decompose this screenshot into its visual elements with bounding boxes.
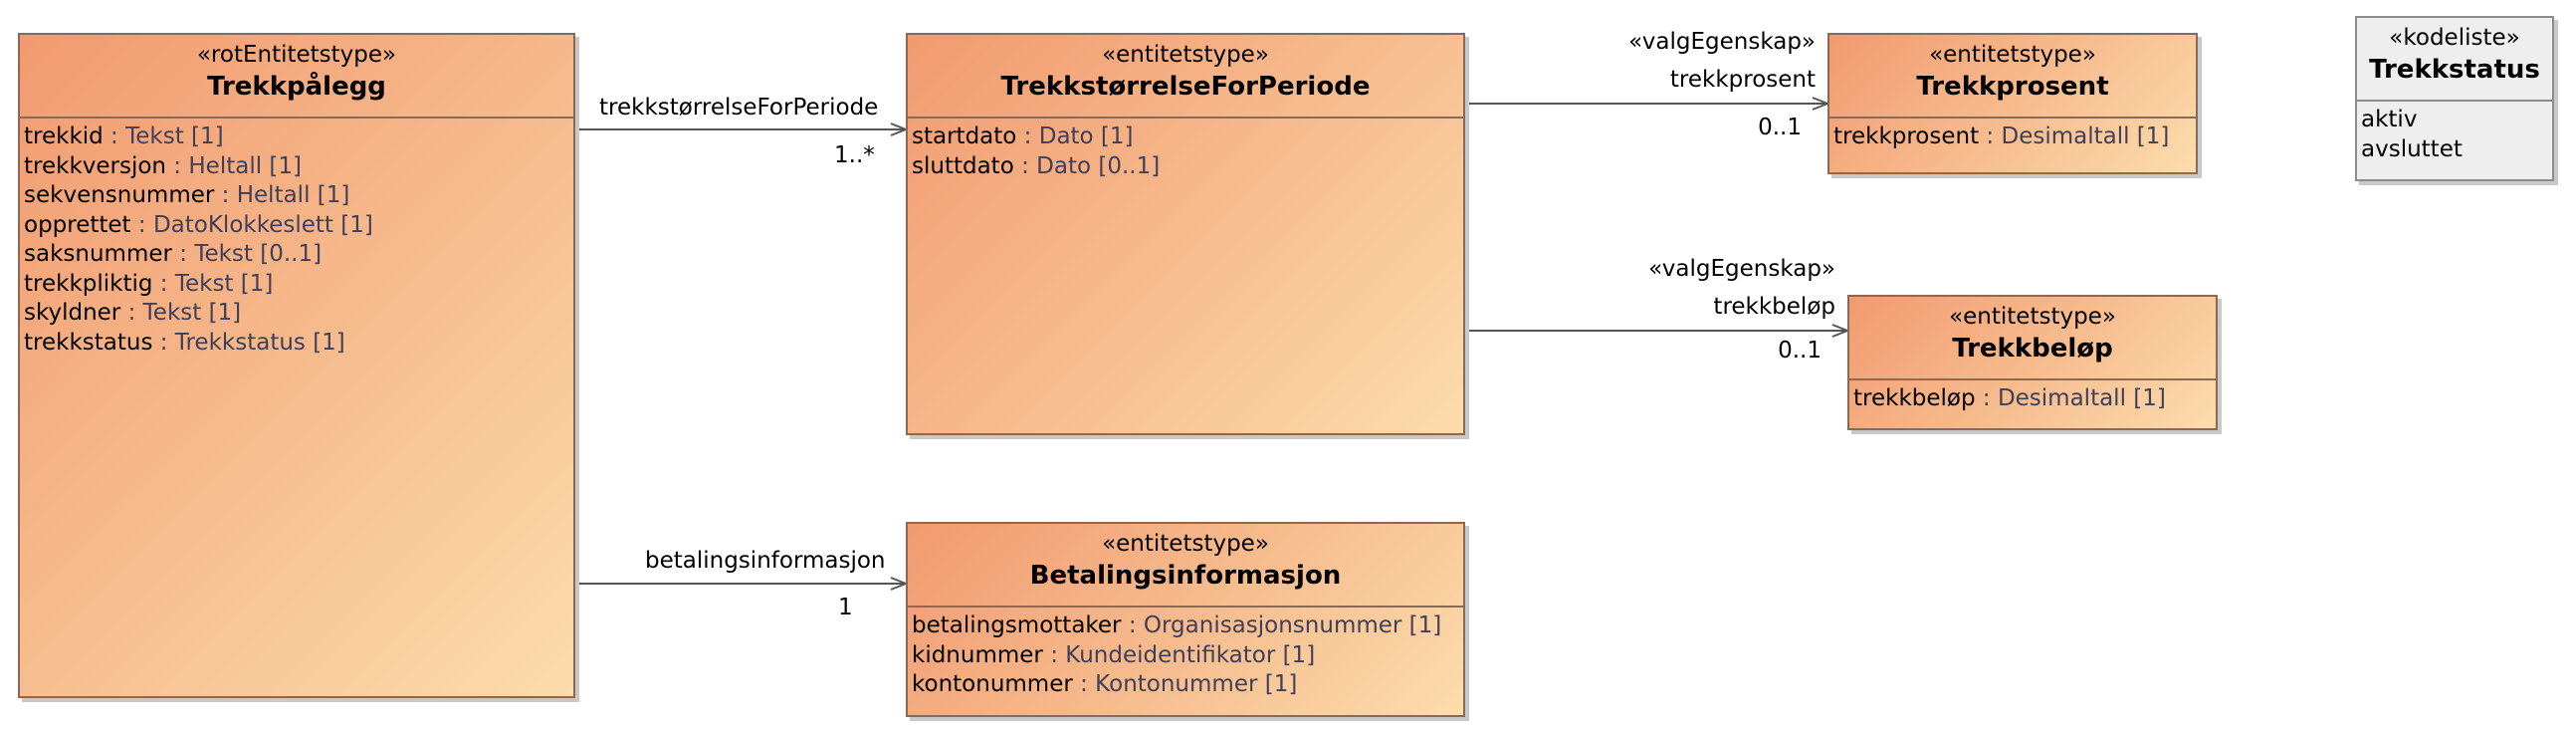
class-header: «entitetstype» TrekkstørrelseForPeriode (908, 35, 1463, 119)
class-stereotype: «entitetstype» (1102, 42, 1269, 68)
attribute-row: saksnummer : Tekst [0..1] (24, 241, 322, 267)
attribute-row: sluttdato : Dato [0..1] (912, 152, 1161, 179)
attribute-row: kontonummer : Kontonummer [1] (912, 671, 1298, 697)
class-attributes: trekkprosent : Desimaltall [1] (1829, 119, 2196, 152)
assoc-multiplicity-betalingsinformasjon: 1 (838, 595, 853, 620)
class-name: TrekkstørrelseForPeriode (1000, 72, 1371, 102)
assoc-multiplicity-trekkbelop: 0..1 (1778, 338, 1822, 364)
attribute-row: trekkid : Tekst [1] (24, 123, 224, 149)
attribute-row: betalingsmottaker : Organisasjonsnummer … (912, 612, 1442, 638)
assoc-role-trekkstorrelse: trekkstørrelseForPeriode (599, 95, 879, 121)
class-name: Trekkpålegg (207, 72, 386, 102)
assoc-stereotype-trekkprosent: «valgEgenskap» (1628, 29, 1816, 55)
class-trekkprosent[interactable]: «entitetstype» Trekkprosent trekkprosent… (1827, 33, 2198, 174)
attribute-row: trekkbeløp : Desimaltall [1] (1853, 385, 2166, 411)
class-stereotype: «entitetstype» (1102, 531, 1269, 557)
assoc-multiplicity-trekkstorrelse: 1..* (834, 142, 875, 168)
class-name: Betalingsinformasjon (1029, 561, 1342, 591)
class-header: «entitetstype» Trekkprosent (1829, 35, 2196, 119)
class-attributes: trekkbeløp : Desimaltall [1] (1849, 380, 2216, 414)
class-trekkstorrelse-for-periode[interactable]: «entitetstype» TrekkstørrelseForPeriode … (906, 33, 1465, 435)
assoc-role-trekkbelop: trekkbeløp (1713, 294, 1835, 320)
attribute-row: startdato : Dato [1] (912, 123, 1134, 149)
attribute-row: trekkversjon : Heltall [1] (24, 152, 302, 179)
class-name: Trekkprosent (1916, 72, 2109, 102)
class-trekkstatus-codelist[interactable]: «kodeliste» Trekkstatus aktiv avsluttet (2355, 16, 2554, 181)
assoc-role-betalingsinformasjon: betalingsinformasjon (645, 548, 886, 574)
attribute-row: kidnummer : Kundeidentifikator [1] (912, 641, 1316, 668)
attribute-row: trekkstatus : Trekkstatus [1] (24, 329, 345, 356)
codelist-value: avsluttet (2361, 135, 2463, 162)
class-attributes: betalingsmottaker : Organisasjonsnummer … (908, 608, 1463, 700)
class-attributes: startdato : Dato [1] sluttdato : Dato [0… (908, 119, 1463, 181)
class-trekkbelop[interactable]: «entitetstype» Trekkbeløp trekkbeløp : D… (1847, 295, 2218, 430)
attribute-row: opprettet : DatoKlokkeslett [1] (24, 211, 373, 238)
assoc-stereotype-trekkbelop: «valgEgenskap» (1648, 256, 1835, 282)
class-header: «rotEntitetstype» Trekkpålegg (20, 35, 573, 119)
class-header: «entitetstype» Trekkbeløp (1849, 297, 2216, 380)
attribute-row: trekkpliktig : Tekst [1] (24, 270, 274, 297)
attribute-row: sekvensnummer : Heltall [1] (24, 182, 350, 208)
attribute-row: trekkprosent : Desimaltall [1] (1833, 123, 2170, 149)
class-stereotype: «kodeliste» (2389, 25, 2520, 51)
assoc-role-trekkprosent: trekkprosent (1669, 67, 1816, 93)
class-attributes: aktiv avsluttet (2357, 102, 2552, 164)
class-header: «kodeliste» Trekkstatus (2357, 18, 2552, 102)
class-stereotype: «entitetstype» (1949, 304, 2116, 330)
class-name: Trekkstatus (2369, 55, 2540, 85)
codelist-value: aktiv (2361, 107, 2418, 132)
class-betalingsinformasjon[interactable]: «entitetstype» Betalingsinformasjon beta… (906, 522, 1465, 717)
attribute-row: skyldner : Tekst [1] (24, 300, 242, 326)
class-stereotype: «entitetstype» (1929, 42, 2096, 68)
assoc-multiplicity-trekkprosent: 0..1 (1758, 115, 1802, 140)
class-attributes: trekkid : Tekst [1] trekkversjon : Helta… (20, 119, 573, 358)
class-name: Trekkbeløp (1952, 334, 2113, 364)
class-stereotype: «rotEntitetstype» (196, 42, 397, 68)
class-header: «entitetstype» Betalingsinformasjon (908, 524, 1463, 608)
class-trekkpaalegg[interactable]: «rotEntitetstype» Trekkpålegg trekkid : … (18, 33, 575, 698)
